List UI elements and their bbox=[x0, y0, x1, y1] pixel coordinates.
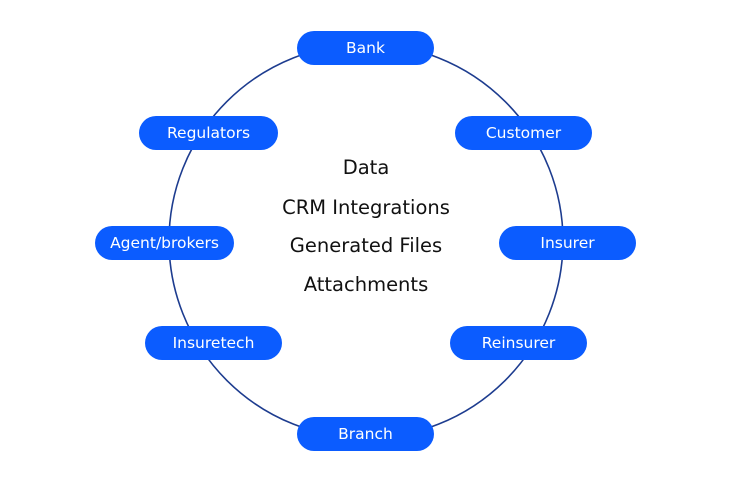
node-agent-brokers[interactable]: Agent/brokers bbox=[95, 226, 234, 260]
node-bank[interactable]: Bank bbox=[297, 31, 434, 65]
center-item-attachments: Attachments bbox=[303, 273, 429, 296]
node-regulators[interactable]: Regulators bbox=[139, 116, 278, 150]
node-customer[interactable]: Customer bbox=[455, 116, 592, 150]
center-item-crm-integrations: CRM Integrations bbox=[282, 196, 450, 219]
center-item-data: Data bbox=[342, 156, 390, 179]
node-branch[interactable]: Branch bbox=[297, 417, 434, 451]
center-item-generated-files: Generated Files bbox=[289, 234, 443, 257]
node-reinsurer[interactable]: Reinsurer bbox=[450, 326, 587, 360]
node-insuretech[interactable]: Insuretech bbox=[145, 326, 282, 360]
node-insurer[interactable]: Insurer bbox=[499, 226, 636, 260]
